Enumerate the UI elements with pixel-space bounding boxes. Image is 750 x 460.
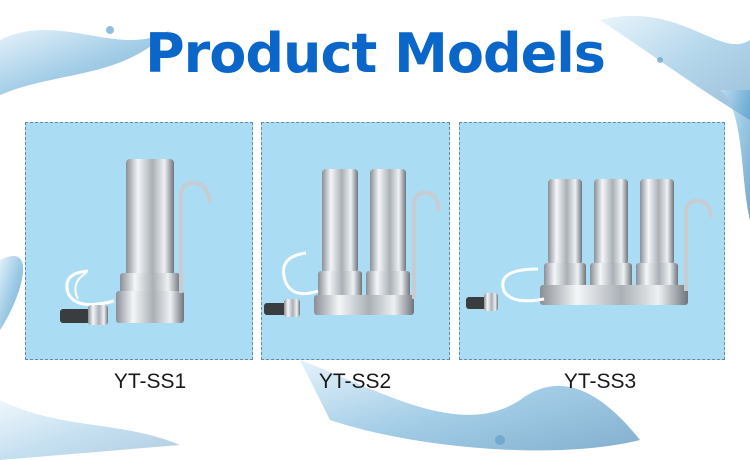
triple-filter-image xyxy=(466,179,713,311)
model-label-yt-ss1: YT-SS1 xyxy=(113,370,187,393)
single-filter-image xyxy=(60,159,212,325)
double-filter-image xyxy=(264,169,441,317)
product-card-yt-ss3[interactable] xyxy=(459,122,725,360)
model-label-yt-ss2: YT-SS2 xyxy=(318,370,392,393)
product-card-yt-ss2[interactable] xyxy=(261,122,450,360)
page-title: Product Models xyxy=(145,22,606,85)
product-card-yt-ss1[interactable] xyxy=(25,122,253,360)
model-label-yt-ss3: YT-SS3 xyxy=(563,370,637,393)
